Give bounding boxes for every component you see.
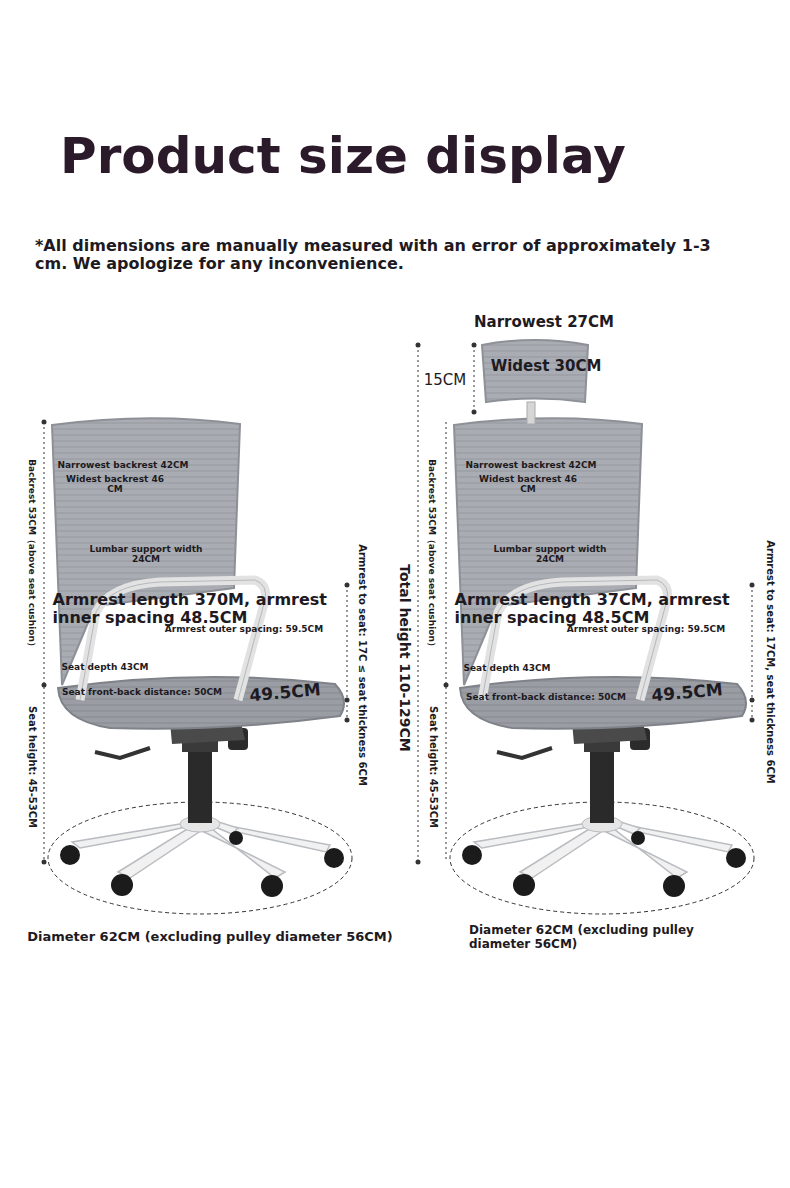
dimension-label: Armrest to seat: 17C ≤ seat thickness 6C… (356, 542, 368, 788)
dimension-label: Seat height: 45-53CM (427, 704, 439, 830)
dimension-label: Backrest 53CM（above seat cushion） (427, 457, 437, 653)
dimension-label: Armrest length 37CM, armrest inner spaci… (455, 591, 740, 628)
dimension-label: Total height 110-129CM (397, 562, 413, 753)
dimension-label: Narrowest backrest 42CM (57, 460, 188, 470)
dimension-label: Backrest 53CM（above seat cushion） (27, 457, 37, 653)
dimension-label: Widest backrest 46 CM (65, 474, 165, 495)
dimension-label: Seat height: 45-53CM (26, 704, 38, 830)
dimension-label: Seat depth 43CM (463, 663, 550, 673)
dimension-label: Armrest outer spacing: 59.5CM (567, 624, 725, 634)
dimension-label: Diameter 62CM (excluding pulley diameter… (469, 924, 759, 952)
dimension-label: Lumbar support width 24CM (488, 544, 613, 565)
note: *All dimensions are manually measured wi… (35, 237, 735, 274)
dimension-label: Widest 30CM (491, 358, 602, 375)
dimension-label: Armrest length 370M, armrest inner spaci… (53, 591, 338, 628)
dimension-label: Diameter 62CM (excluding pulley diameter… (27, 930, 393, 945)
dimension-label: Armrest outer spacing: 59.5CM (165, 624, 323, 634)
dimension-label: Widest backrest 46 CM (478, 474, 578, 495)
dimension-label: Seat front-back distance: 50CM (62, 687, 222, 697)
title: Product size display (60, 128, 626, 186)
dimension-label: Armrest to seat: 17CM, seat thickness 6C… (764, 538, 776, 786)
dimension-label: Narrowest 27CM (474, 314, 614, 331)
dimension-label: Narrowest backrest 42CM (465, 460, 596, 470)
dimension-label: Seat depth 43CM (61, 662, 148, 672)
dimension-label: Lumbar support width 24CM (84, 544, 209, 565)
dimension-label: 15CM (422, 372, 469, 389)
dimension-label: Seat front-back distance: 50CM (466, 692, 626, 702)
